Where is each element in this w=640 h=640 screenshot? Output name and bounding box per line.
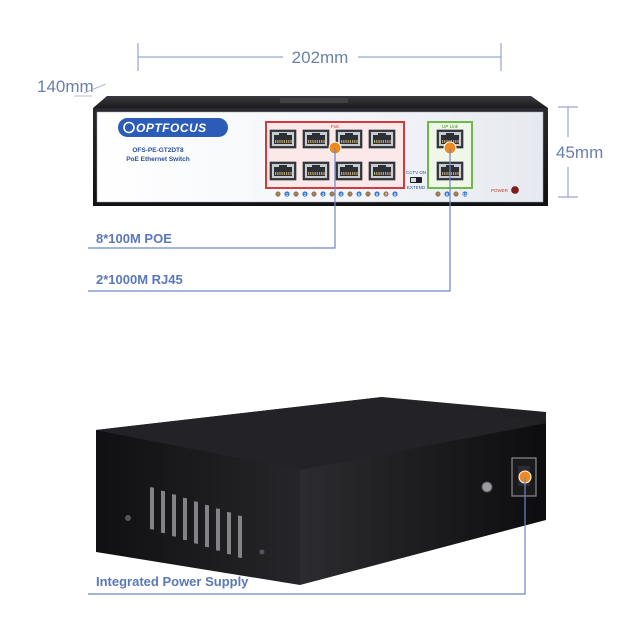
power-callout-label: Integrated Power Supply [96, 574, 249, 589]
poe-callout: 8*100M POE [88, 148, 336, 249]
led [462, 191, 468, 197]
power-label: POWER [491, 188, 509, 193]
rear-chassis-back [300, 423, 546, 585]
led [392, 191, 398, 197]
port-number: 10 [462, 192, 468, 197]
led [356, 191, 362, 197]
led [453, 191, 459, 197]
port-number: 5 [358, 192, 361, 197]
led [383, 191, 389, 197]
uplink-callout: 2*1000M RJ45 [88, 148, 451, 292]
extend-label: EXTEND [407, 185, 426, 190]
depth-dimension: 140mm [37, 77, 107, 97]
cctv-on-label: CCTV ON [406, 170, 426, 175]
width-label: 202mm [292, 48, 349, 67]
port-number: 2 [304, 192, 307, 197]
led [311, 191, 317, 197]
led [275, 191, 281, 197]
port-number: 4 [340, 192, 343, 197]
switch-rear-view [96, 397, 546, 585]
led [302, 191, 308, 197]
brand-logo: OPTFOCUS [118, 118, 228, 137]
poe-port-4[interactable] [302, 161, 330, 181]
screw [125, 515, 131, 521]
led [365, 191, 371, 197]
port-number: 8 [394, 192, 397, 197]
screw [259, 549, 265, 555]
rear-chassis-lid [96, 397, 546, 470]
led [347, 191, 353, 197]
led [284, 191, 290, 197]
brand-name: OPTFOCUS [136, 121, 207, 135]
led [320, 191, 326, 197]
product-description: PoE Ethernet Switch [126, 156, 190, 163]
led [338, 191, 344, 197]
uplink-group-label: UP Link [442, 124, 458, 129]
led [329, 191, 335, 197]
mode-switch[interactable]: CCTV ON EXTEND [406, 170, 426, 190]
led [293, 191, 299, 197]
port-number: 9 [446, 192, 449, 197]
port-leds: 1 2 3 4 5 6 7 8 [275, 191, 398, 197]
width-dimension: 202mm [137, 43, 502, 71]
led [374, 191, 380, 197]
switch-front-view: OPTFOCUS OFS-PE-GT2DT8 PoE Ethernet Swit… [93, 96, 548, 206]
poe-port-6[interactable] [335, 161, 363, 181]
vent-grille [150, 487, 242, 559]
poe-port-2[interactable] [269, 161, 297, 181]
port-number: 3 [322, 192, 325, 197]
ground-screw [481, 481, 493, 493]
poe-port-8[interactable] [368, 161, 396, 181]
led [444, 191, 450, 197]
model-number: OFS-PE-GT2DT8 [132, 147, 184, 154]
port-number: 6 [376, 192, 379, 197]
port-number: 1 [286, 192, 289, 197]
port-number: 7 [385, 192, 388, 197]
height-dimension: 45mm [556, 106, 603, 198]
uplink-callout-label: 2*1000M RJ45 [96, 272, 183, 287]
poe-callout-label: 8*100M POE [96, 231, 172, 246]
poe-port-7[interactable] [368, 129, 396, 149]
poe-group-label: PoE [331, 124, 340, 129]
power-led [511, 186, 519, 194]
height-label: 45mm [556, 143, 603, 162]
power-supply-callout: Integrated Power Supply [88, 477, 526, 595]
poe-port-3[interactable] [302, 129, 330, 149]
power-indicator: POWER [491, 186, 519, 194]
poe-port-1[interactable] [269, 129, 297, 149]
depth-label: 140mm [37, 77, 94, 96]
led [435, 191, 441, 197]
